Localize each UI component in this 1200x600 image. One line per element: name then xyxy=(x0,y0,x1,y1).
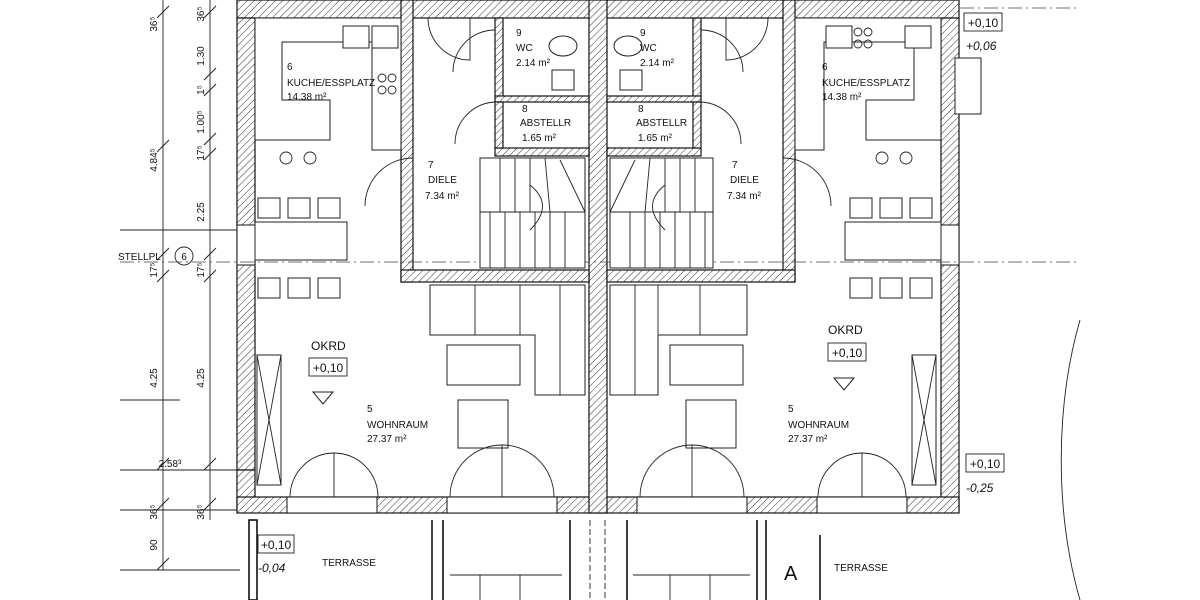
left-wardrobe xyxy=(256,354,282,486)
right-kitchen-counter xyxy=(794,17,982,165)
svg-text:ABSTELLR: ABSTELLR xyxy=(520,118,571,129)
svg-text:27.37 m²: 27.37 m² xyxy=(788,434,828,445)
svg-text:36⁵: 36⁵ xyxy=(149,504,160,519)
terrace-label-right: TERRASSE xyxy=(834,563,888,574)
svg-text:KUCHE/ESSPLATZ: KUCHE/ESSPLATZ xyxy=(822,78,910,89)
svg-text:OKRD: OKRD xyxy=(311,339,346,353)
left-okrd: OKRD +0,10 xyxy=(308,339,348,377)
svg-text:14.38 m²: 14.38 m² xyxy=(822,92,862,103)
svg-text:6: 6 xyxy=(822,62,828,73)
parking-label: STELLPL 6 xyxy=(118,246,194,266)
svg-text:17⁵: 17⁵ xyxy=(149,262,160,277)
left-sofa xyxy=(429,284,586,449)
right-level-triangle xyxy=(832,377,856,391)
svg-text:2.58³: 2.58³ xyxy=(159,459,182,470)
left-dining-table xyxy=(254,197,348,299)
svg-text:WC: WC xyxy=(516,43,533,54)
svg-text:+0,10: +0,10 xyxy=(832,346,863,360)
svg-text:+0,10: +0,10 xyxy=(970,457,1001,471)
right-wc-fixtures xyxy=(613,35,643,91)
left-living-label: 5 WOHNRAUM 27.37 m² xyxy=(367,404,428,445)
svg-text:9: 9 xyxy=(516,28,522,39)
svg-text:+0,10: +0,10 xyxy=(313,361,344,375)
terrace-structure xyxy=(248,519,821,600)
svg-text:KUCHE/ESSPLATZ: KUCHE/ESSPLATZ xyxy=(287,78,375,89)
svg-text:4.84⁵: 4.84⁵ xyxy=(149,148,160,172)
svg-text:90: 90 xyxy=(149,539,160,551)
right-wardrobe xyxy=(911,354,937,486)
svg-text:14.38 m²: 14.38 m² xyxy=(287,92,327,103)
svg-text:WOHNRAUM: WOHNRAUM xyxy=(367,420,428,431)
dimension-chain xyxy=(120,0,240,571)
site-arc xyxy=(1060,319,1081,600)
svg-text:+0,10: +0,10 xyxy=(968,16,999,30)
svg-text:2.14 m²: 2.14 m² xyxy=(516,58,551,69)
left-stair xyxy=(479,157,586,269)
left-level-triangle xyxy=(311,391,335,405)
svg-text:+0,06: +0,06 xyxy=(966,39,997,53)
svg-text:8: 8 xyxy=(638,104,644,115)
svg-text:OKRD: OKRD xyxy=(828,323,863,337)
level-marker-top-right: +0,10 +0,06 xyxy=(963,12,1003,53)
svg-text:DIELE: DIELE xyxy=(428,175,457,186)
svg-text:17⁵: 17⁵ xyxy=(196,145,207,160)
svg-text:8: 8 xyxy=(522,104,528,115)
svg-text:-0,25: -0,25 xyxy=(966,481,994,495)
svg-text:WOHNRAUM: WOHNRAUM xyxy=(788,420,849,431)
level-marker-bottom-left: +0,10 -0,04 xyxy=(257,534,295,575)
svg-text:+0,10: +0,10 xyxy=(261,538,292,552)
svg-text:WC: WC xyxy=(640,43,657,54)
left-wc-label: 9 WC 2.14 m² xyxy=(516,28,551,69)
svg-text:7.34 m²: 7.34 m² xyxy=(727,191,762,202)
svg-text:7.34 m²: 7.34 m² xyxy=(425,191,460,202)
svg-text:36⁵: 36⁵ xyxy=(149,16,160,31)
svg-text:2.14 m²: 2.14 m² xyxy=(640,58,675,69)
level-marker-mid-right: +0,10 -0,25 xyxy=(965,453,1005,495)
svg-text:36⁵: 36⁵ xyxy=(196,6,207,21)
svg-text:4.25: 4.25 xyxy=(149,368,160,388)
svg-text:27.37 m²: 27.37 m² xyxy=(367,434,407,445)
left-kitchen-counter xyxy=(254,17,402,165)
dimension-labels-inner: 36⁵ 1.30 1⁵ 1.00⁵ 17⁵ 2.25 17⁵ 4.25 36⁵ xyxy=(196,6,207,519)
svg-text:DIELE: DIELE xyxy=(730,175,759,186)
right-living-label: 5 WOHNRAUM 27.37 m² xyxy=(788,404,849,445)
right-storage-label: 8 ABSTELLR 1.65 m² xyxy=(636,104,687,144)
svg-text:1.65 m²: 1.65 m² xyxy=(522,133,557,144)
right-dining-table xyxy=(844,197,942,299)
right-sofa xyxy=(609,284,748,449)
svg-text:6: 6 xyxy=(181,252,187,263)
door-swings xyxy=(289,17,907,498)
svg-text:1⁵: 1⁵ xyxy=(196,85,207,95)
svg-text:9: 9 xyxy=(640,28,646,39)
svg-text:17⁵: 17⁵ xyxy=(196,262,207,277)
svg-text:ABSTELLR: ABSTELLR xyxy=(636,118,687,129)
svg-text:-0,04: -0,04 xyxy=(258,561,286,575)
svg-text:2.25: 2.25 xyxy=(196,202,207,222)
right-hall-label: 7 DIELE 7.34 m² xyxy=(727,160,762,202)
svg-text:4.25: 4.25 xyxy=(196,368,207,388)
right-stair xyxy=(609,157,714,269)
svg-text:STELLPL: STELLPL xyxy=(118,252,161,263)
svg-text:1.65 m²: 1.65 m² xyxy=(638,133,673,144)
svg-text:7: 7 xyxy=(428,160,434,171)
svg-text:1.00⁵: 1.00⁵ xyxy=(196,110,207,134)
svg-text:6: 6 xyxy=(287,62,293,73)
right-kitchen-label: 6 KUCHE/ESSPLATZ 14.38 m² xyxy=(822,62,910,103)
svg-text:1.30: 1.30 xyxy=(196,46,207,66)
svg-text:5: 5 xyxy=(367,404,373,415)
exterior-walls xyxy=(236,0,960,514)
terrace-label-left: TERRASSE xyxy=(322,558,376,569)
svg-text:36⁵: 36⁵ xyxy=(196,504,207,519)
svg-text:5: 5 xyxy=(788,404,794,415)
left-kitchen-label: 6 KUCHE/ESSPLATZ 14.38 m² xyxy=(287,62,375,103)
left-wc-fixtures xyxy=(548,35,578,91)
svg-text:7: 7 xyxy=(732,160,738,171)
left-hall-label: 7 DIELE 7.34 m² xyxy=(425,160,460,202)
dimension-labels-outer: 36⁵ 4.84⁵ 17⁵ 4.25 2.58³ 36⁵ 90 xyxy=(149,16,182,550)
right-okrd: OKRD +0,10 xyxy=(827,323,867,362)
left-storage-label: 8 ABSTELLR 1.65 m² xyxy=(520,104,571,144)
right-wc-label: 9 WC 2.14 m² xyxy=(640,28,675,69)
section-marker: A xyxy=(784,563,798,585)
